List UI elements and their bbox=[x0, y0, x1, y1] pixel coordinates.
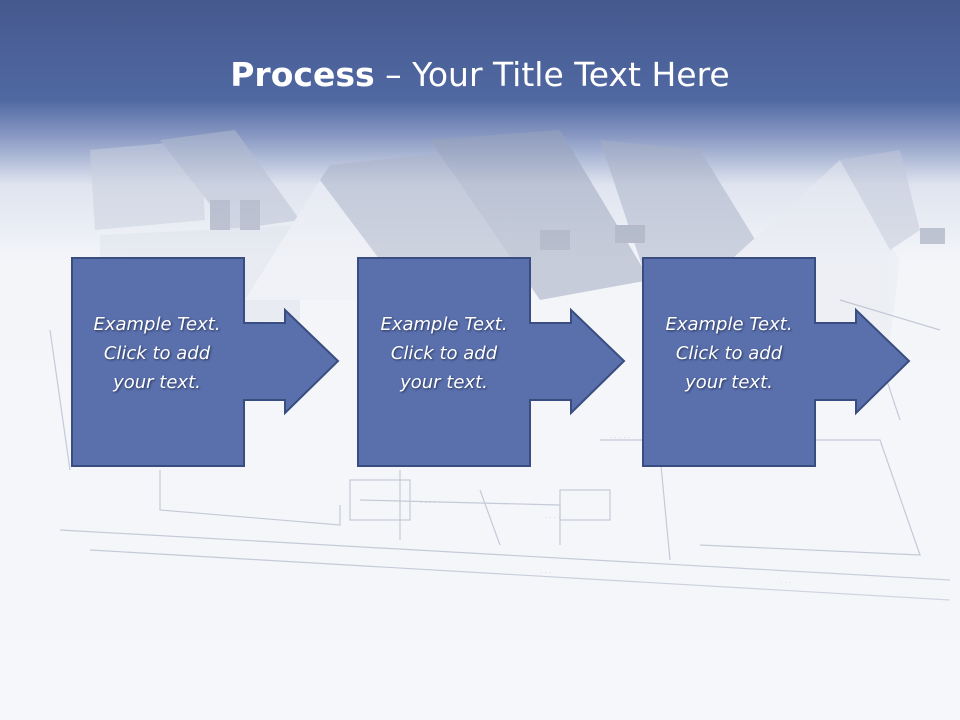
step-3-line-2: Click to add bbox=[675, 343, 783, 364]
step-1-line-3: your text. bbox=[113, 372, 201, 393]
title-rest: – Your Title Text Here bbox=[374, 55, 730, 94]
slide-title[interactable]: Process – Your Title Text Here bbox=[0, 52, 960, 98]
svg-text:· · · · ·: · · · · · bbox=[610, 434, 630, 442]
step-1-line-1: Example Text. bbox=[93, 314, 221, 335]
step-text-1[interactable]: Example Text. Click to add your text. bbox=[71, 310, 243, 397]
step-2-line-3: your text. bbox=[400, 372, 488, 393]
step-3-line-3: your text. bbox=[685, 372, 773, 393]
step-text-2[interactable]: Example Text. Click to add your text. bbox=[358, 310, 530, 397]
title-bold: Process bbox=[230, 55, 375, 94]
process-arrow-2[interactable] bbox=[356, 257, 626, 467]
svg-text:· · · ·: · · · · bbox=[545, 514, 561, 522]
step-1-line-2: Click to add bbox=[103, 343, 211, 364]
step-3-line-1: Example Text. bbox=[665, 314, 793, 335]
svg-text:· · · ·: · · · · bbox=[420, 499, 436, 507]
process-arrow-1[interactable] bbox=[70, 257, 340, 467]
process-arrow-3[interactable] bbox=[641, 257, 911, 467]
step-2-line-1: Example Text. bbox=[380, 314, 508, 335]
step-2-line-2: Click to add bbox=[390, 343, 498, 364]
step-text-3[interactable]: Example Text. Click to add your text. bbox=[643, 310, 815, 397]
